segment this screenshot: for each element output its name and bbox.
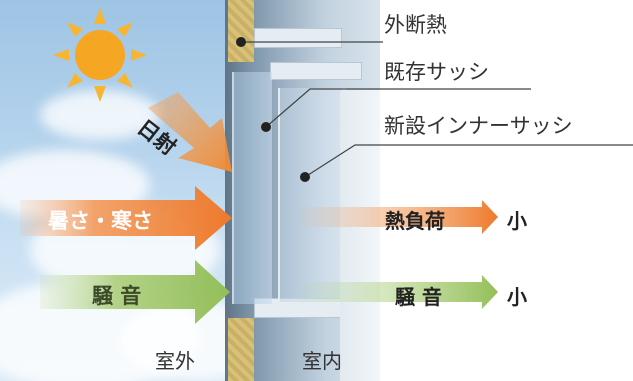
label-existing-sash: 既存サッシ xyxy=(384,60,489,84)
outer-insulation-top xyxy=(228,0,254,62)
heat-load-value: 小 xyxy=(507,209,527,233)
sun-icon xyxy=(53,8,147,102)
callout-line-existing-sash xyxy=(265,88,531,128)
noise-reduced-arrow xyxy=(300,275,498,309)
label-outer-insulation: 外断熱 xyxy=(384,13,447,37)
new-inner-sash-glass xyxy=(278,88,346,302)
existing-sash-glass xyxy=(232,72,272,304)
noise-label: 騒 音 xyxy=(92,284,142,308)
sash-frame-top-inner xyxy=(270,62,362,80)
callout-dot xyxy=(261,122,271,132)
heat-load-label: 熱負荷 xyxy=(385,209,445,233)
outer-insulation-bottom xyxy=(228,318,254,381)
solar-radiation-arrow xyxy=(148,92,232,172)
inside-zone-label: 室内 xyxy=(302,349,342,373)
outside-zone-label: 室外 xyxy=(155,349,195,373)
noise-result-value: 小 xyxy=(507,285,527,309)
heat-load-arrow xyxy=(300,200,498,234)
callout-line-new-inner-sash xyxy=(304,144,633,178)
noise-arrow xyxy=(40,260,230,324)
heat-cold-arrow xyxy=(20,186,232,250)
label-new-inner-sash: 新設インナーサッシ xyxy=(384,114,573,138)
callout-dot xyxy=(236,37,246,47)
sash-frame-top xyxy=(254,28,342,48)
noise-result-label: 騒 音 xyxy=(395,285,442,309)
interior-wall xyxy=(340,90,380,381)
callout-dot xyxy=(300,172,310,182)
heat-cold-label: 暑さ・寒さ xyxy=(48,209,153,233)
